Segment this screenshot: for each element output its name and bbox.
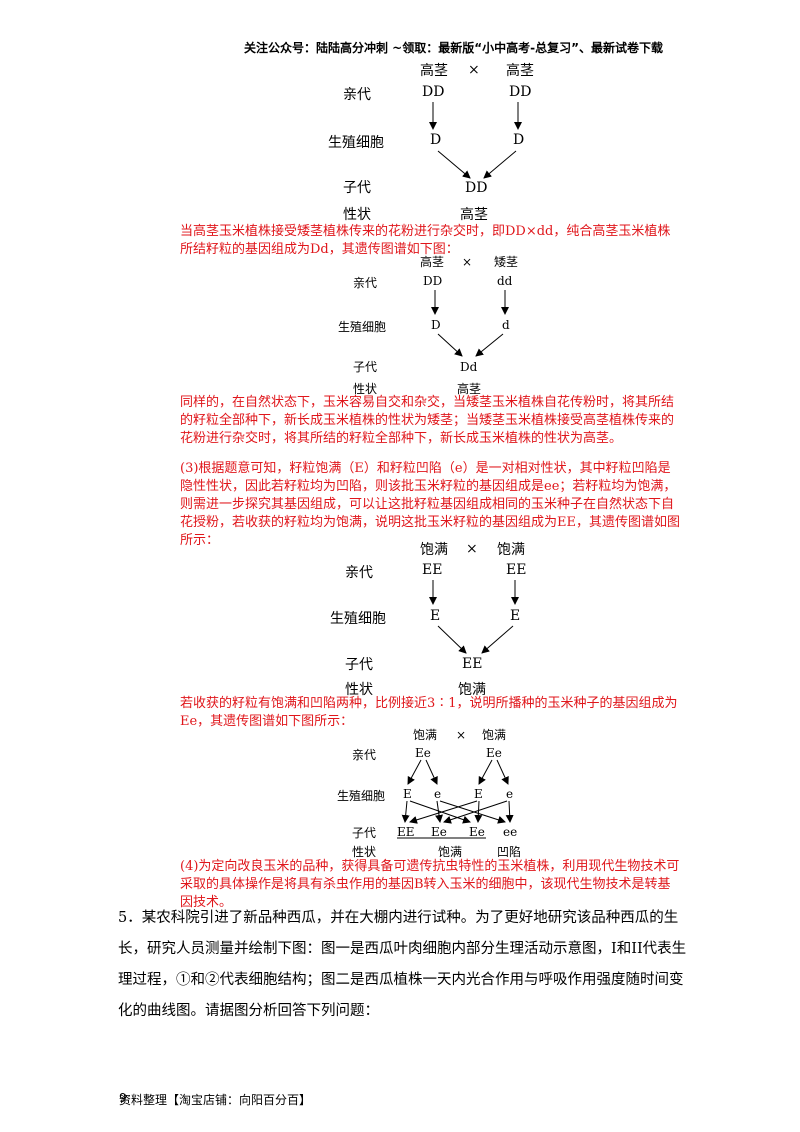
- row-label-parent: 亲代: [345, 565, 373, 581]
- explanation-paragraph-4: 若收获的籽粒有饱满和凹陷两种，比例接近3∶1，说明所播种的玉米种子的基因组成为E…: [180, 696, 678, 729]
- gamete-4: e: [506, 787, 514, 801]
- page-header: 关注公众号：陆陆高分冲刺 ~领取：最新版“小中高考-总复习”、最新试卷下载: [244, 41, 663, 55]
- trait-wrinkled: 凹陷: [497, 845, 522, 859]
- parent-trait-left: 高茎: [420, 255, 445, 269]
- trait-full: 饱满: [438, 845, 463, 859]
- parent-trait-left: 高茎: [420, 63, 448, 79]
- offspring-genotype: Dd: [460, 360, 478, 374]
- parent-trait-left: 饱满: [420, 542, 448, 558]
- cross-symbol: ×: [456, 728, 467, 742]
- gamete-right: E: [510, 608, 521, 624]
- genotype-parent-right: DD: [509, 84, 532, 100]
- gamete-left: D: [431, 318, 441, 332]
- row-label-gamete: 生殖细胞: [330, 611, 386, 627]
- explanation-paragraph-2: 同样的，在自然状态下，玉米容易自交和杂交，当矮茎玉米植株自花传粉时，将其所结的籽…: [180, 395, 675, 446]
- genotype-parent-left: DD: [422, 84, 445, 100]
- explanation-paragraph-3: (3)根据题意可知，籽粒饱满（E）和籽粒凹陷（e）是一对相对性状，其中籽粒凹陷是…: [180, 461, 680, 548]
- row-label-gamete: 生殖细胞: [337, 789, 386, 803]
- parent-trait-left: 饱满: [413, 728, 438, 742]
- offspring-trait: 高茎: [460, 207, 488, 223]
- cross-symbol: ×: [462, 255, 473, 269]
- row-label-parent: 亲代: [353, 276, 378, 290]
- gamete-right: d: [502, 318, 510, 332]
- question-5: 5．某农科院引进了新品种西瓜，并在大棚内进行试种。为了更好地研究该品种西瓜的生长…: [118, 910, 687, 1019]
- offspring-1: EE: [397, 825, 415, 839]
- offspring-3: Ee: [469, 825, 485, 839]
- genotype-parent-right: dd: [497, 274, 513, 288]
- explanation-paragraph-5: (4)为定向改良玉米的品种，获得具备可遗传抗虫特性的玉米植株，利用现代生物技术可…: [180, 859, 680, 910]
- offspring-4: ee: [503, 825, 518, 839]
- genotype-parent-right: Ee: [486, 746, 502, 760]
- parent-trait-right: 饱满: [497, 542, 525, 558]
- page-footer: 9 资料整理【淘宝店铺：向阳百分百】: [119, 1091, 311, 1108]
- gamete-2: e: [434, 787, 442, 801]
- offspring-genotype: DD: [465, 180, 488, 196]
- explanation-paragraph-1: 当高茎玉米植株接受矮茎植株传来的花粉进行杂交时，即DD×dd，纯合高茎玉米植株所…: [180, 224, 671, 257]
- gamete-left: D: [430, 132, 442, 148]
- row-label-trait: 性状: [353, 382, 378, 396]
- genotype-parent-left: EE: [422, 562, 443, 578]
- gamete-left: E: [430, 608, 441, 624]
- row-label-parent: 亲代: [352, 748, 377, 762]
- genotype-parent-left: DD: [423, 274, 443, 288]
- footer-text: 资料整理【淘宝店铺：向阳百分百】: [119, 1093, 312, 1107]
- offspring-genotype: EE: [462, 656, 483, 672]
- row-label-trait: 性状: [343, 207, 371, 223]
- cross-symbol: ×: [468, 62, 480, 78]
- row-label-trait: 性状: [352, 845, 377, 859]
- offspring-trait: 高茎: [457, 382, 482, 396]
- gamete-1: E: [403, 787, 412, 801]
- row-label-gamete: 生殖细胞: [338, 320, 387, 334]
- row-label-gamete: 生殖细胞: [328, 135, 384, 151]
- row-label-offspring: 子代: [343, 180, 371, 196]
- genotype-parent-left: Ee: [415, 746, 431, 760]
- offspring-2: Ee: [431, 825, 447, 839]
- row-label-trait: 性状: [345, 682, 373, 698]
- parent-trait-right: 矮茎: [494, 255, 519, 269]
- parent-trait-right: 高茎: [506, 63, 534, 79]
- row-label-offspring: 子代: [353, 360, 378, 374]
- page-number: 9: [119, 1091, 127, 1105]
- row-label-offspring: 子代: [345, 657, 373, 673]
- parent-trait-right: 饱满: [482, 728, 507, 742]
- cross-symbol: ×: [466, 541, 478, 557]
- row-label-offspring: 子代: [352, 826, 377, 840]
- genotype-parent-right: EE: [506, 562, 527, 578]
- gamete-3: E: [474, 787, 483, 801]
- offspring-trait: 饱满: [458, 682, 486, 698]
- gamete-right: D: [513, 132, 525, 148]
- row-label-parent: 亲代: [343, 87, 371, 103]
